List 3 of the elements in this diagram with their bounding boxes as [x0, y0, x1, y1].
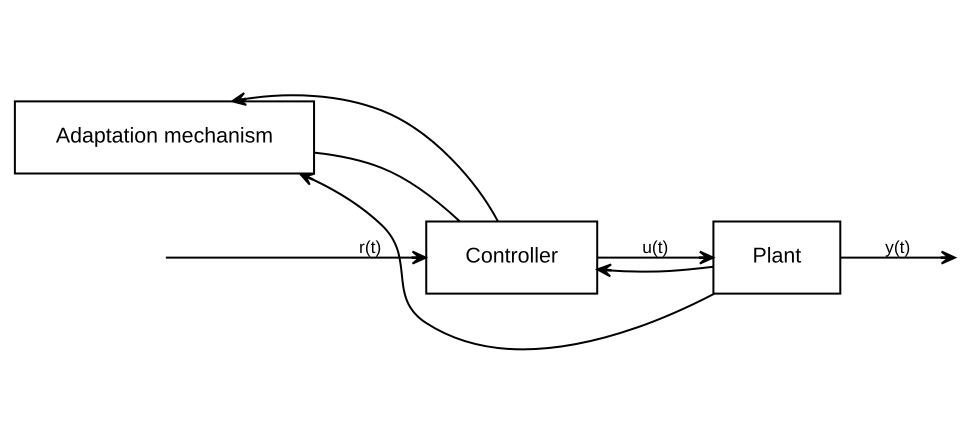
- edge-label: u(t): [642, 236, 668, 256]
- edge-label: y(t): [885, 236, 910, 256]
- edge-label: r(t): [359, 236, 382, 256]
